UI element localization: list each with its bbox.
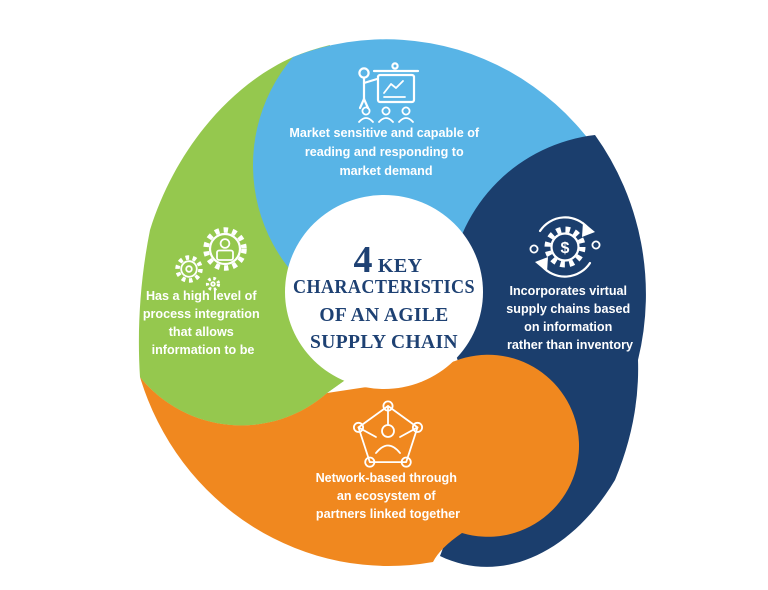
presentation-icon <box>358 62 420 123</box>
center-title-line3: OF AN AGILE <box>319 305 448 326</box>
dollar-glyph: $ <box>561 240 570 257</box>
center-title-line2: CHARACTERISTICS <box>293 277 475 298</box>
network-pentagon-icon <box>353 400 423 468</box>
segment-left-green-head <box>140 345 355 426</box>
center-circle <box>285 195 483 389</box>
audience-icons <box>358 106 414 123</box>
person-icon <box>375 424 401 454</box>
segment-bottom-orange <box>140 354 580 566</box>
center-title-line4: SUPPLY CHAIN <box>310 332 458 353</box>
label-left-segment: Has a high level of process integration … <box>143 289 263 357</box>
label-right-segment: Incorporates virtual supply chains based… <box>506 284 633 352</box>
label-bottom-segment: Network-based through an ecosystem of pa… <box>316 471 461 521</box>
label-top-segment: Market sensitive and capable of reading … <box>289 126 482 178</box>
arrow-head-top <box>582 222 595 237</box>
gears-person-icon <box>175 227 247 292</box>
gear-dollar-cycle-icon: $ <box>529 216 601 278</box>
arrow-head-bottom <box>535 257 548 272</box>
